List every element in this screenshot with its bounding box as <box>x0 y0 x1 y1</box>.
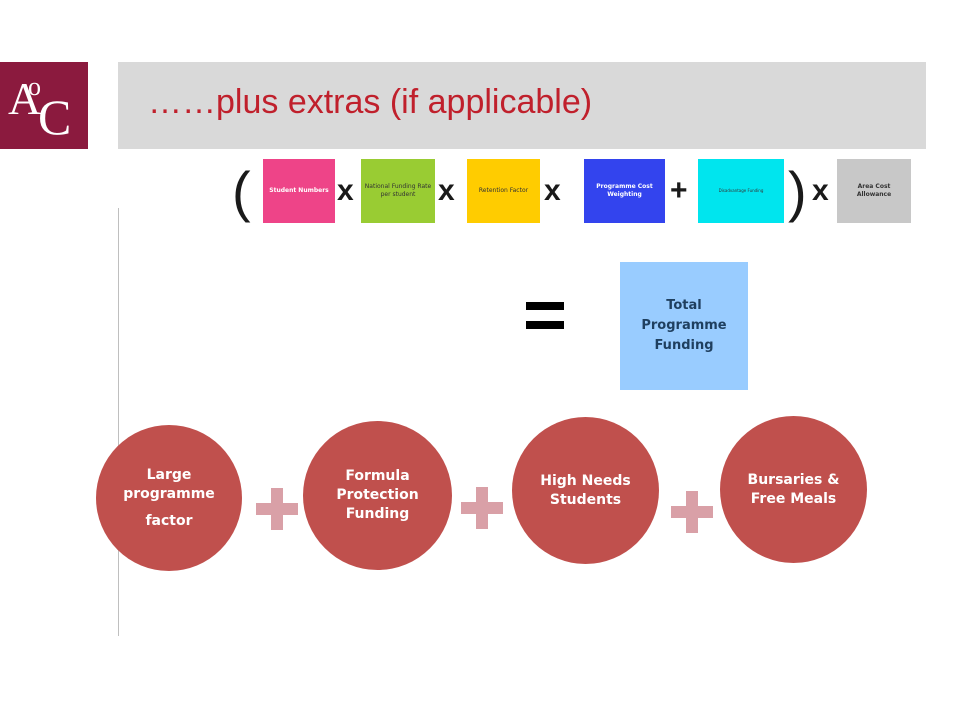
multiply-sign-1: x <box>337 174 354 207</box>
large-programme-line2: programme <box>123 485 215 502</box>
large-programme-line3: factor <box>145 512 193 529</box>
student-numbers-label: Student Numbers <box>269 187 329 194</box>
bursaries-free-meals-label: Bursaries & Free Meals <box>747 471 840 507</box>
national-funding-rate-label: National Funding Rate per student <box>364 183 432 198</box>
plus-connector-3 <box>671 491 713 533</box>
title-bar <box>118 62 926 149</box>
plus-connector-2 <box>461 487 503 529</box>
plus-connector-1 <box>256 488 298 530</box>
student-numbers-box: Student Numbers <box>263 159 335 223</box>
high-needs-students-circle: High Needs Students <box>512 417 659 564</box>
disadvantage-funding-box: Disadvantage Funding <box>698 159 784 223</box>
retention-factor-box: Retention Factor <box>467 159 540 223</box>
retention-factor-label: Retention Factor <box>478 187 529 194</box>
programme-cost-weighting-box: Programme Cost Weighting <box>584 159 665 223</box>
formula-protection-funding-label: Formula Protection Funding <box>336 468 419 522</box>
area-cost-allowance-label: Area Cost Allowance <box>856 183 892 198</box>
large-programme-factor-circle: Large programme factor <box>96 425 242 571</box>
aoc-logo: A o C <box>0 62 88 149</box>
multiply-sign-2: x <box>438 174 455 207</box>
formula-protection-funding-circle: Formula Protection Funding <box>303 421 452 570</box>
multiply-sign-3: x <box>544 174 561 207</box>
plus-connector-1-v <box>271 488 283 530</box>
close-parenthesis: ) <box>788 160 807 223</box>
high-needs-students-label: High Needs Students <box>540 472 631 508</box>
plus-sign: + <box>670 174 688 207</box>
national-funding-rate-box: National Funding Rate per student <box>361 159 435 223</box>
bursaries-free-meals-circle: Bursaries & Free Meals <box>720 416 867 563</box>
area-cost-allowance-box: Area Cost Allowance <box>837 159 911 223</box>
equals-sign <box>526 302 564 340</box>
equals-bar-top <box>526 302 564 310</box>
plus-connector-2-v <box>476 487 488 529</box>
slide-title: ……plus extras (if applicable) <box>148 83 593 121</box>
logo-letter-o: o <box>28 72 41 101</box>
programme-cost-weighting-label: Programme Cost Weighting <box>596 183 653 198</box>
large-programme-line1: Large <box>146 466 192 483</box>
multiply-sign-4: x <box>812 174 829 207</box>
logo-letter-c: C <box>38 89 72 145</box>
open-parenthesis: ( <box>232 160 251 223</box>
equals-bar-bottom <box>526 321 564 329</box>
plus-connector-3-v <box>686 491 698 533</box>
total-programme-funding-label: Total Programme Funding <box>641 298 727 353</box>
disadvantage-funding-label: Disadvantage Funding <box>718 188 764 193</box>
total-programme-funding-box: Total Programme Funding <box>620 262 748 390</box>
vertical-divider <box>118 208 119 636</box>
logo-letter-a: A <box>8 73 42 124</box>
